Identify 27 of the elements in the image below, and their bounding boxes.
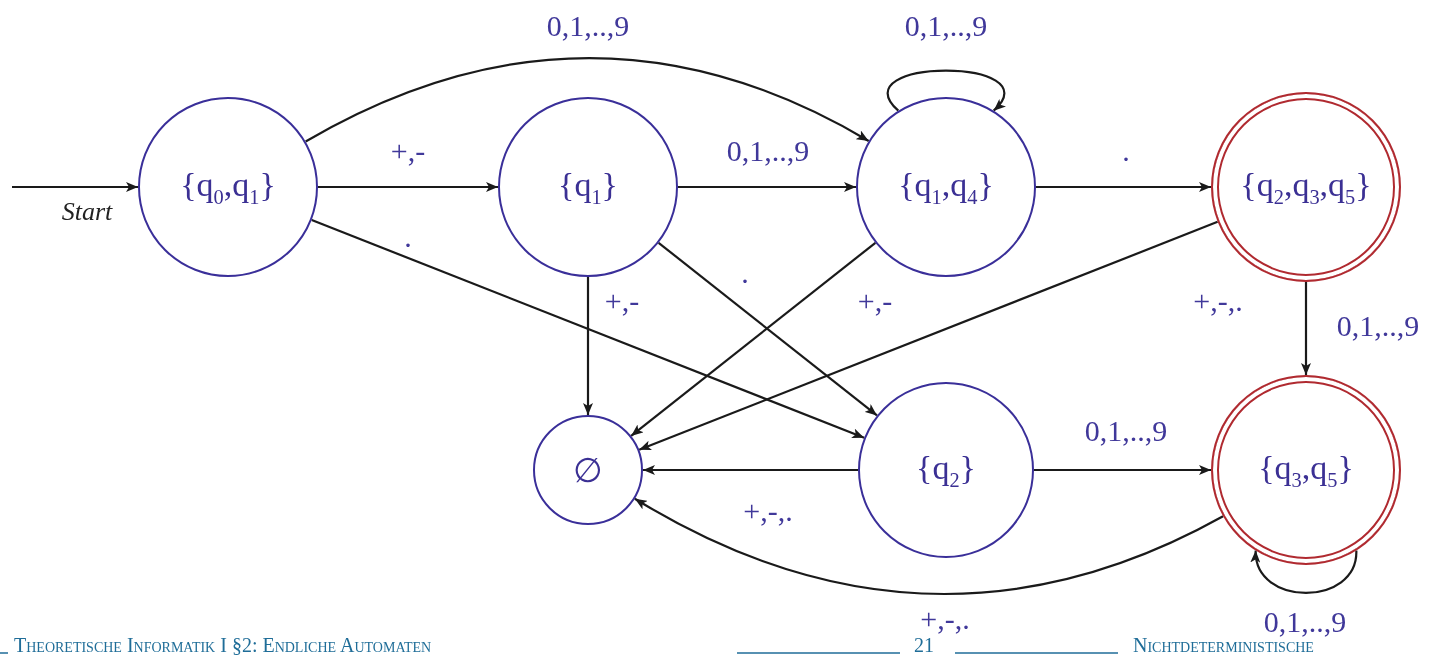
footer-text: Theoretische Informatik I §2: Endliche Automaten: [14, 635, 432, 655]
arrow: [318, 182, 498, 192]
state-label: {q$_{1}$}: [558, 165, 618, 209]
arrow: [1036, 182, 1211, 192]
arrow: [887, 69, 1006, 112]
arrow: [583, 277, 593, 415]
arrow: [1034, 465, 1211, 475]
state-label: {q$_{2}$}: [916, 448, 976, 492]
arrow: [657, 241, 878, 417]
arrow: [643, 465, 858, 475]
arrow: [12, 182, 138, 192]
edge-label: Start: [60, 197, 114, 227]
arrow: [678, 182, 856, 192]
arrow: [638, 220, 1219, 451]
state-label: {q$_{1}$,q$_{4}$}: [898, 165, 994, 209]
state-label: ∅: [573, 451, 603, 490]
arrow: [1301, 282, 1311, 375]
arrow: [305, 57, 870, 143]
footer-text: 21: [914, 635, 934, 655]
state-label: {q$_{2}$,q$_{3}$,q$_{5}$}: [1240, 165, 1372, 209]
arrow: [311, 218, 865, 439]
arrow: [1252, 550, 1358, 594]
arrow: [634, 497, 1224, 595]
state-label: {q$_{0}$,q$_{1}$}: [180, 165, 276, 209]
state-label: {q$_{3}$,q$_{5}$}: [1258, 448, 1354, 492]
footer-text: Nichtdeterministische: [1133, 635, 1314, 655]
arrow: [630, 241, 877, 437]
